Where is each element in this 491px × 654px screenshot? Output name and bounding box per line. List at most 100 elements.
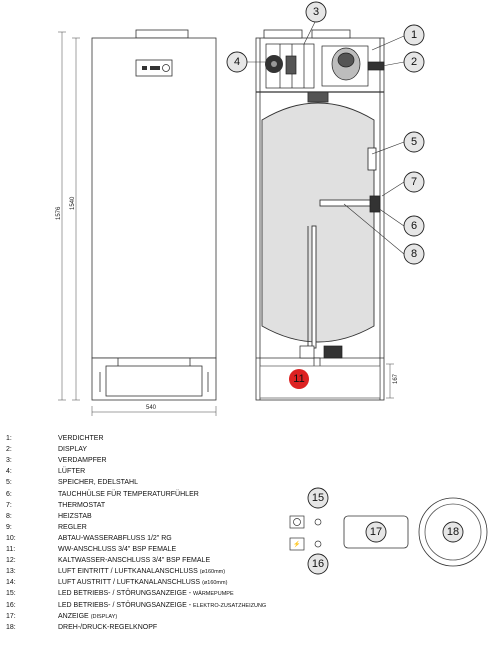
legend-item: 3: VERDAMPFER: [6, 456, 107, 466]
legend-note: WÄRMEPUMPE: [192, 591, 234, 598]
legend-number: 10:: [6, 534, 16, 542]
legend-item: 15: LED BETRIEBS- / STÖRUNGSANZEIGE - WÄR…: [6, 589, 234, 599]
legend-item: 2: DISPLAY: [6, 445, 87, 455]
legend-item: 9: REGLER: [6, 523, 87, 533]
dim-base-height: 167: [393, 373, 399, 384]
svg-text:7: 7: [411, 176, 417, 188]
legend-number: 5:: [6, 479, 12, 487]
legend-text: HEIZSTAB: [58, 512, 92, 520]
callout-5: 5: [403, 131, 425, 153]
legend-item: 14: LUFT AUSTRITT / LUFTKANALANSCHLUSS (ø…: [6, 578, 227, 588]
bottom-connections: [259, 345, 381, 399]
heating-element: [319, 147, 381, 213]
legend-text: TAUCHHÜLSE FÜR TEMPERATURFÜHLER: [58, 490, 199, 498]
legend-text: LÜFTER: [58, 468, 86, 476]
svg-text:5: 5: [411, 136, 417, 148]
legend-text: LUFT EINTRITT / LUFTKANALANSCHLUSS: [58, 568, 200, 576]
callout-3: 3: [305, 1, 327, 23]
legend-number: 12:: [6, 557, 16, 565]
legend-number: 13:: [6, 568, 16, 576]
legend-item: 6: TAUCHHÜLSE FÜR TEMPERATURFÜHLER: [6, 490, 199, 500]
legend-number: 15:: [6, 590, 16, 598]
svg-text:1: 1: [411, 29, 417, 41]
svg-text:2: 2: [411, 56, 417, 68]
legend-number: 2:: [6, 446, 12, 454]
callout-7: 7: [403, 171, 425, 193]
callout-6: 6: [403, 215, 425, 237]
callout-4: 4: [226, 51, 248, 73]
leader-lines: [246, 19, 405, 255]
legend-item: 4: LÜFTER: [6, 467, 85, 477]
legend-text: ABTAU-WASSERABFLUSS 1/2" RG: [58, 534, 172, 542]
legend-number: 6:: [6, 490, 12, 498]
legend-item: 1: VERDICHTER: [6, 434, 104, 444]
legend-text: LED BETRIEBS- / STÖRUNGSANZEIGE -: [58, 601, 193, 609]
legend-item: 13: LUFT EINTRITT / LUFTKANALANSCHLUSS (ø…: [6, 567, 225, 577]
svg-text:11: 11: [293, 373, 304, 385]
legend-item: 12: KALTWASSER-ANSCHLUSS 3/4" BSP FEMALE: [6, 556, 210, 566]
legend-number: 18:: [6, 623, 16, 631]
legend-note: (ø160mm): [199, 569, 226, 576]
dimension-lines: [58, 31, 394, 416]
legend-number: 14:: [6, 579, 16, 587]
dim-height-body: 1540: [70, 196, 76, 210]
legend-number: 11:: [6, 546, 16, 553]
legend-text: VERDICHTER: [58, 435, 104, 442]
legend-text: LUFT AUSTRITT / LUFTKANALANSCHLUSS: [58, 579, 203, 587]
svg-text:17: 17: [370, 526, 382, 538]
legend-item: 5: SPEICHER, EDELSTAHL: [6, 478, 138, 488]
legend-text: WW-ANSCHLUSS 3/4" BSP FEMALE: [58, 546, 177, 553]
legend-number: 16:: [6, 601, 16, 609]
legend-number: 1:: [6, 435, 12, 442]
fan: [265, 55, 283, 73]
callout-1: 1: [403, 24, 425, 46]
legend-text: LED BETRIEBS- / STÖRUNGSANZEIGE -: [58, 590, 193, 598]
legend-number: 9:: [6, 523, 12, 531]
callout-16: 16: [307, 553, 329, 575]
legend-item: 17: ANZEIGE (DISPLAY): [6, 612, 117, 622]
svg-text:3: 3: [313, 6, 319, 18]
svg-text:15: 15: [312, 492, 324, 504]
callout-15: 15: [307, 487, 329, 509]
svg-text:⚡: ⚡: [293, 540, 300, 548]
dim-width: 540: [146, 405, 157, 411]
legend-item: 16: LED BETRIEBS- / STÖRUNGSANZEIGE - ELE…: [6, 601, 266, 611]
legend-number: 4:: [6, 468, 12, 476]
legend-item: 7: THERMOSTAT: [6, 501, 105, 511]
legend-item: 8: HEIZSTAB: [6, 512, 92, 522]
legend-text: ANZEIGE: [58, 612, 91, 620]
front-control-panel: [135, 59, 173, 77]
svg-text:4: 4: [234, 56, 240, 68]
legend-item: 18: DREH-/DRUCK-REGELKNOPF: [6, 623, 157, 633]
legend-number: 17:: [6, 612, 16, 620]
legend-text: VERDAMPFER: [58, 457, 107, 465]
legend-text: DISPLAY: [58, 446, 88, 454]
svg-text:8: 8: [411, 248, 417, 260]
callout-8: 8: [403, 243, 425, 265]
legend-text: KALTWASSER-ANSCHLUSS 3/4" BSP FEMALE: [58, 557, 211, 565]
legend-note: ELEKTRO-ZUSATZHEIZUNG: [192, 602, 267, 609]
legend-note: (ø160mm): [202, 580, 228, 587]
legend-item: 10: ABTAU-WASSERABFLUSS 1/2" RG: [6, 534, 172, 544]
legend-text: SPEICHER, EDELSTAHL: [58, 479, 139, 487]
legend-note: (DISPLAY): [90, 613, 118, 620]
legend-number: 7:: [6, 501, 12, 509]
legend-item: 11: WW-ANSCHLUSS 3/4" BSP FEMALE: [6, 545, 176, 555]
legend-number: 8:: [6, 512, 12, 520]
dim-height-total: 1576: [56, 206, 62, 220]
legend-number: 3:: [6, 457, 12, 465]
callout-11: 11: [289, 369, 309, 389]
storage-tank: [261, 91, 375, 352]
svg-text:18: 18: [447, 526, 459, 538]
callout-17: 17: [365, 521, 387, 543]
legend-text: DREH-/DRUCK-REGELKNOPF: [58, 623, 158, 631]
front-view: [91, 29, 217, 401]
svg-text:16: 16: [312, 558, 324, 570]
compressor: [321, 45, 385, 87]
callout-2: 2: [403, 51, 425, 73]
callout-18: 18: [442, 521, 464, 543]
legend-text: THERMOSTAT: [58, 501, 106, 509]
legend-text: REGLER: [58, 523, 87, 531]
svg-text:6: 6: [411, 220, 417, 232]
